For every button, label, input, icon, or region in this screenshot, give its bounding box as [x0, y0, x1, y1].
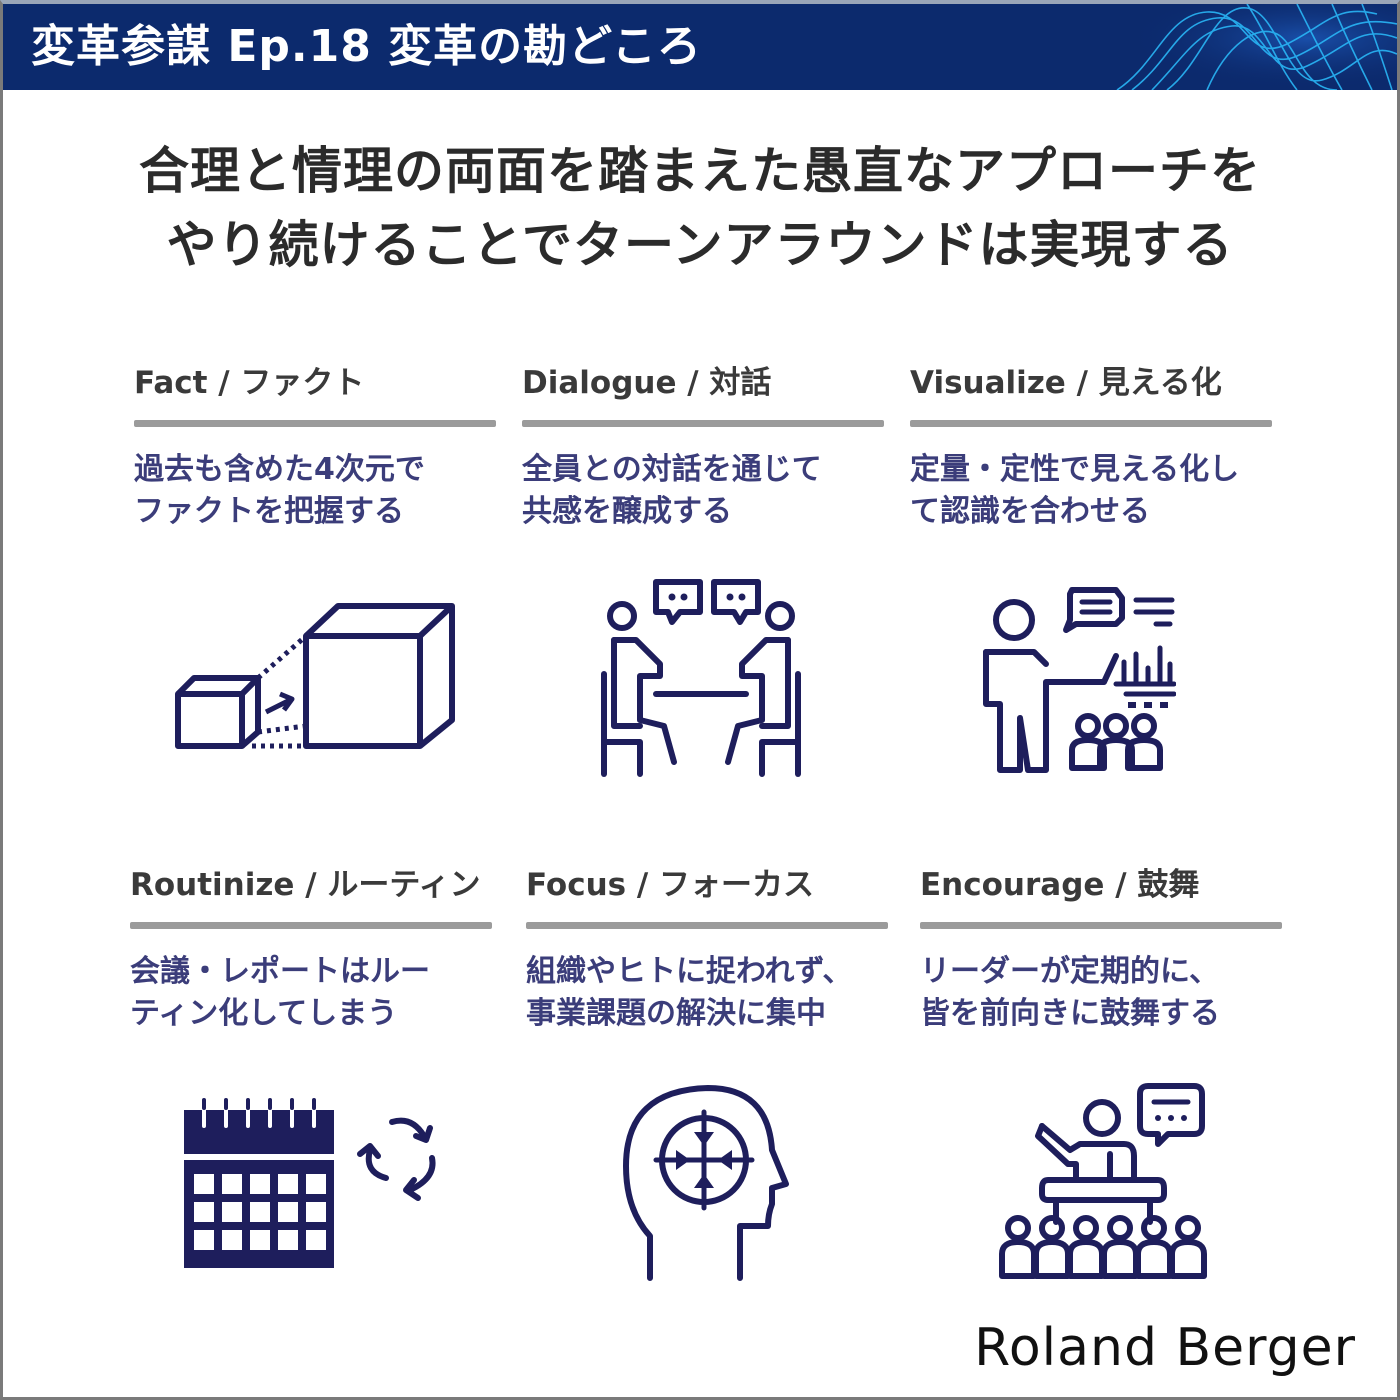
headline-line-1: 合理と情理の両面を踏まえた愚直なアプローチを [139, 142, 1261, 200]
card-desc-line: 会議・レポートはルー [130, 954, 430, 989]
headline-line-2: やり続けることでターンアラウンドは実現する [166, 216, 1234, 274]
card-encourage: Encourage / 鼓舞 リーダーが定期的に、 皆を前向きに鼓舞する [920, 862, 1282, 1035]
headline: 合理と情理の両面を踏まえた愚直なアプローチを やり続けることでターンアラウンドは… [100, 134, 1300, 282]
card-desc-line: リーダーが定期的に、 [920, 954, 1220, 989]
card-description: 定量・定性で見える化し て認識を合わせる [910, 449, 1272, 533]
header-banner: 変革参謀 Ep.18 変革の勘どころ [3, 4, 1397, 90]
card-description: 会議・レポートはルー ティン化してしまう [130, 951, 492, 1035]
card-description: 全員との対話を通じて 共感を醸成する [522, 449, 884, 533]
banner-title: 変革参謀 Ep.18 変革の勘どころ [31, 21, 702, 72]
card-divider [130, 922, 492, 929]
card-fact: Fact / ファクト 過去も含めた4次元で ファクトを把握する [134, 360, 496, 533]
card-title: Routinize / ルーティン [130, 867, 481, 903]
card-visualize: Visualize / 見える化 定量・定性で見える化し て認識を合わせる [910, 360, 1272, 533]
head-target-icon [622, 1080, 792, 1285]
card-description: 組織やヒトに捉われず、 事業課題の解決に集中 [526, 951, 888, 1035]
card-desc-line: 共感を醸成する [522, 494, 732, 529]
calendar-cycle-icon [180, 1092, 450, 1272]
wave-pattern-icon [1097, 4, 1397, 90]
card-desc-line: ティン化してしまう [130, 996, 398, 1031]
card-title: Dialogue / 対話 [522, 365, 772, 401]
card-desc-line: 定量・定性で見える化し [910, 452, 1240, 487]
speaker-audience-icon [998, 1082, 1208, 1282]
card-desc-line: て認識を合わせる [910, 494, 1150, 529]
card-dialogue: Dialogue / 対話 全員との対話を通じて 共感を醸成する [522, 360, 884, 533]
card-title: Focus / フォーカス [526, 867, 815, 903]
card-title: Visualize / 見える化 [910, 365, 1222, 401]
presenter-chart-icon [976, 584, 1176, 776]
cubes-scale-icon [170, 596, 460, 756]
card-divider [920, 922, 1282, 929]
card-divider [134, 420, 496, 427]
card-description: リーダーが定期的に、 皆を前向きに鼓舞する [920, 951, 1282, 1035]
card-desc-line: 組織やヒトに捉われず、 [526, 954, 853, 989]
card-desc-line: 全員との対話を通じて [522, 452, 822, 487]
card-desc-line: 事業課題の解決に集中 [526, 996, 826, 1031]
card-title: Fact / ファクト [134, 365, 365, 401]
card-focus: Focus / フォーカス 組織やヒトに捉われず、 事業課題の解決に集中 [526, 862, 888, 1035]
card-divider [910, 420, 1272, 427]
card-divider [522, 420, 884, 427]
brand-logo-text: Roland Berger [974, 1318, 1356, 1378]
card-desc-line: 過去も含めた4次元で [134, 452, 425, 487]
card-desc-line: ファクトを把握する [134, 494, 404, 529]
card-divider [526, 922, 888, 929]
card-desc-line: 皆を前向きに鼓舞する [920, 996, 1220, 1031]
two-people-talking-icon [596, 574, 806, 779]
card-routinize: Routinize / ルーティン 会議・レポートはルー ティン化してしまう [130, 862, 492, 1035]
card-description: 過去も含めた4次元で ファクトを把握する [134, 449, 496, 533]
card-title: Encourage / 鼓舞 [920, 867, 1200, 903]
